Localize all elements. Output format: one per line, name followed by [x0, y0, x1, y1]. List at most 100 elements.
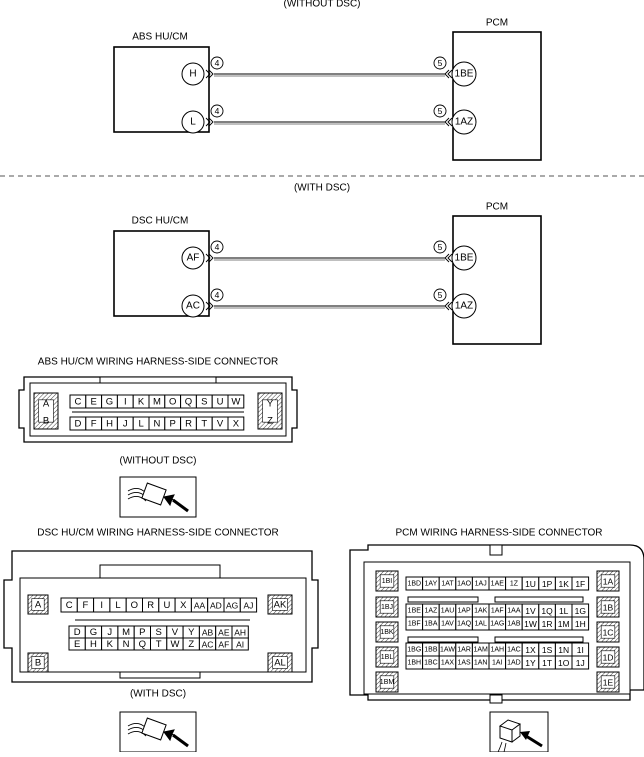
without-dsc-header: (WITHOUT DSC): [283, 0, 360, 10]
with-dsc-right-tag-1: 5: [438, 242, 443, 252]
abs-connector-lock: [99, 376, 217, 384]
dsc-pin-r1-4: L: [115, 600, 120, 611]
without-dsc-left-pin-2: L: [190, 117, 196, 128]
pcm-divider-1a: [407, 596, 479, 603]
pcm-pin-left-3: 1BK: [380, 629, 394, 636]
without-dsc-left-pin-circle-2: [181, 110, 205, 134]
without-dsc-right-pin-1: 1BE: [455, 69, 474, 80]
with-dsc-header: (WITH DSC): [294, 183, 350, 194]
with-dsc-left-tag-circle-2: [210, 288, 224, 302]
pcm-pin-g2r2-3: 1AV: [441, 621, 454, 628]
pcm-pin-g2r1-9: 1Q: [541, 606, 553, 616]
abs-pin-r1-7: O: [169, 397, 176, 408]
dsc-pin-r2-10: AE: [218, 628, 230, 638]
with-dsc-right-tag-2: 5: [438, 290, 443, 300]
pcm-pin-g3r2-1: 1BH: [407, 660, 421, 667]
pcm-pin-g3r1-9: 1S: [542, 645, 553, 655]
pcm-pin-right-1-box: [600, 574, 616, 588]
pcm-pin-left-5-box: [379, 675, 395, 689]
pcm-pin-g1r1-11-box: [571, 576, 590, 591]
abs-pin-r2-6: N: [153, 419, 160, 430]
abs-right-cavity-hatch: [257, 392, 283, 430]
abs-pin-r2-4: J: [123, 419, 128, 430]
without-dsc-right-connector-mark-2: [444, 117, 453, 127]
dsc-pin-r2-11: AH: [234, 628, 246, 638]
dsc-pin-r3-8: Z: [188, 639, 194, 650]
with-dsc-left-module-label: DSC HU/CM: [132, 216, 189, 227]
pcm-divider-2b: [494, 636, 584, 643]
dsc-pin-right-1-box: [272, 598, 288, 611]
with-dsc-right-module: [452, 215, 542, 345]
without-dsc-right-tag-circle-2: [433, 104, 447, 118]
pcm-pin-right-5-box: [600, 675, 616, 689]
pcm-pin-g3r2-10: 1O: [558, 658, 570, 668]
without-dsc-right-tag-1: 5: [438, 58, 443, 68]
abs-left-cavity-box: [38, 399, 54, 423]
pcm-pin-g2r2-8: 1W: [524, 619, 537, 629]
pcm-pin-left-2: 1BJ: [381, 604, 393, 611]
pcm-pin-g1r1-5: 1AJ: [475, 581, 487, 588]
dsc-pin-r1-6: R: [147, 600, 154, 611]
abs-pin-left-1: A: [43, 399, 50, 410]
dsc-pin-r3-11: AI: [236, 640, 244, 650]
dsc-pin-r3-10: AF: [218, 640, 229, 650]
pcm-pin-g3r1-1: 1BG: [407, 647, 421, 654]
pcm-pin-g2r1-4: 1AP: [457, 608, 471, 615]
dsc-view-arrow-icon-arrow-shaft: [172, 733, 189, 748]
pcm-pin-g2r1-11: 1G: [575, 606, 586, 616]
abs-pin-r2-9: T: [201, 419, 207, 430]
without-dsc-right-module-label: PCM: [486, 18, 508, 29]
abs-pin-r1-2: E: [91, 397, 97, 408]
pcm-pin-left-2-box: [379, 600, 395, 614]
pcm-pin-g2r2-10: 1M: [558, 619, 570, 629]
with-dsc-left-connector-mark-1: [205, 253, 214, 263]
pcm-pin-g3r1-10: 1N: [558, 645, 569, 655]
dsc-connector-inner: [19, 577, 307, 673]
without-dsc-right-tag-2: 5: [438, 106, 443, 116]
dsc-pin-left-1-box: [31, 598, 45, 611]
dsc-pin-r2-8: Y: [188, 627, 195, 638]
pcm-pin-g2r2-6: 1AG: [490, 621, 504, 628]
pcm-pin-right-3: 1C: [603, 628, 614, 638]
pcm-pin-right-1: 1A: [603, 577, 614, 587]
with-dsc-left-connector-mark-2: [205, 301, 214, 311]
pcm-divider-1b: [494, 596, 584, 603]
abs-pin-r2-7: P: [170, 419, 176, 430]
pcm-pin-g2r1-7: 1AA: [507, 608, 521, 615]
pcm-pin-g2r1-10: 1L: [559, 606, 569, 616]
with-dsc-right-connector-mark-1: [444, 253, 453, 263]
pcm-pin-g3r2-11-box: [571, 655, 590, 670]
abs-pin-r2-5: L: [138, 419, 143, 430]
pcm-pin-g2r1-1: 1BE: [408, 608, 422, 615]
without-dsc-left-tag-2: 4: [215, 106, 220, 116]
with-dsc-left-tag-circle-1: [210, 240, 224, 254]
dsc-pin-r1-2: F: [83, 600, 89, 611]
abs-pin-right-2: Z: [267, 416, 273, 427]
pcm-pin-g2r2-1: 1BF: [408, 621, 421, 628]
pcm-pin-g2r2-2: 1BA: [424, 621, 438, 628]
pcm-pin-g1r1-11: 1F: [575, 579, 585, 589]
without-dsc-right-module: [452, 31, 542, 161]
pcm-pin-g3r1-2: 1BB: [424, 647, 438, 654]
dsc-pin-right-1: AK: [274, 600, 287, 611]
dsc-pin-r3-2: H: [90, 639, 97, 650]
pcm-pin-g3r2-7: 1AD: [507, 660, 521, 667]
pcm-pin-g1r1-2: 1AY: [425, 581, 438, 588]
dsc-pin-r3-11-box: [231, 637, 249, 651]
pcm-pin-g1r1-3: 1AT: [441, 581, 454, 588]
pcm-view-plug: [498, 719, 522, 743]
pcm-pin-g1r1-8: 1U: [525, 579, 536, 589]
pcm-pin-g3r2-5: 1AN: [474, 660, 488, 667]
without-dsc-right-tag-circle-1: [433, 56, 447, 70]
with-dsc-right-pin-circle-1: [451, 245, 477, 271]
pcm-view-arrow-icon: [489, 711, 549, 753]
abs-pin-r1-9: S: [201, 397, 207, 408]
abs-view-arrow-icon-arrow-shaft: [172, 498, 189, 513]
dsc-connector-caption: (WITH DSC): [130, 689, 186, 700]
pcm-pin-g3r1-7: 1AC: [507, 647, 521, 654]
with-dsc-left-pin-1: AF: [187, 253, 200, 264]
with-dsc-right-pin-1: 1BE: [455, 253, 474, 264]
pcm-pin-right-4-box: [600, 650, 616, 664]
abs-view-arrow-icon-plug: [141, 482, 167, 506]
